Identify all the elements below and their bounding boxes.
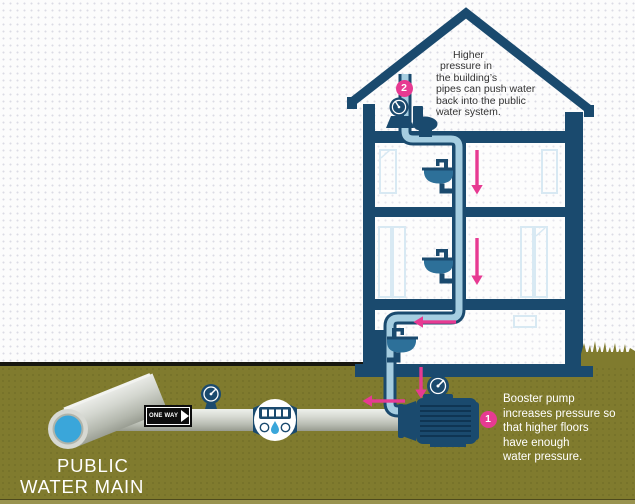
one-way-sign-face: ONE WAY (146, 407, 190, 425)
building-left-wall (363, 104, 375, 132)
ground-surface-line (0, 362, 364, 366)
window-floor3-right (541, 149, 558, 194)
window-floor2-left-pane1 (378, 226, 392, 298)
callout-line: pipes can push water (436, 83, 536, 96)
backflow-callout-text: Higher pressure in the building’s pipes … (436, 49, 596, 119)
callout-line: that higher floors (503, 422, 589, 435)
public-water-main-label: PUBLIC WATER MAIN (20, 455, 145, 497)
room-floor2-right (466, 217, 565, 299)
bottom-edge-strip (0, 499, 635, 504)
callout-line: increases pressure so (503, 407, 616, 420)
one-way-label: ONE WAY (149, 413, 179, 419)
one-way-valve-icon: ONE WAY (144, 405, 192, 427)
callout-line: water system. (436, 106, 501, 119)
label-line: WATER MAIN (20, 475, 145, 497)
step-badge-1: 1 (479, 410, 497, 428)
callout-line: water pressure. (503, 451, 583, 464)
building-right-wall (565, 112, 583, 132)
label-line: PUBLIC (57, 455, 129, 476)
window-floor3-left (379, 149, 397, 194)
callout-line: have enough (503, 436, 570, 449)
window-floor2-right-pane1 (520, 226, 534, 298)
room-floor3-right (466, 143, 565, 207)
booster-pump-callout-text: Booster pump increases pressure so that … (503, 392, 633, 465)
one-way-arrow-head (181, 410, 190, 422)
building-foundation (355, 364, 593, 377)
window-ground-floor-right (513, 315, 537, 328)
window-floor2-right-pane2 (534, 226, 548, 298)
callout-line: Booster pump (503, 393, 575, 405)
window-floor2-left-pane2 (392, 226, 406, 298)
step-badge-2: 2 (395, 79, 413, 97)
